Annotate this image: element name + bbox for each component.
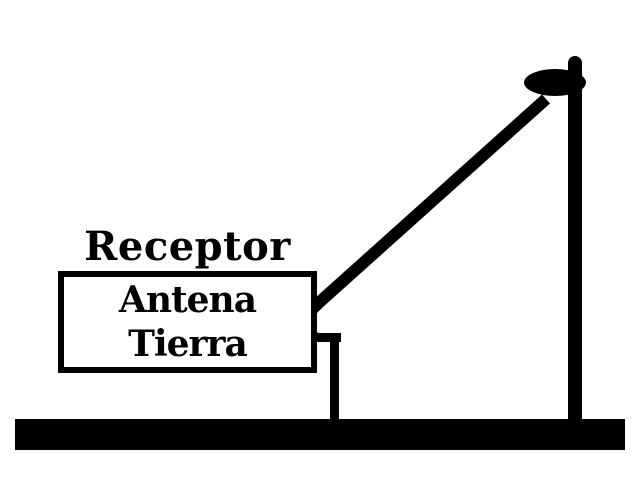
antenna-terminal-label: Antena: [118, 279, 257, 321]
ground-wire-vertical: [330, 333, 339, 420]
antenna-mast: [568, 56, 582, 450]
ground-wire-horizontal: [311, 333, 341, 342]
receiver-box: [58, 271, 317, 373]
insulator: [524, 69, 586, 96]
ground-terminal-label: Tierra: [128, 323, 248, 365]
receiver-label: Receptor: [84, 223, 291, 270]
ground-line: [15, 419, 625, 450]
